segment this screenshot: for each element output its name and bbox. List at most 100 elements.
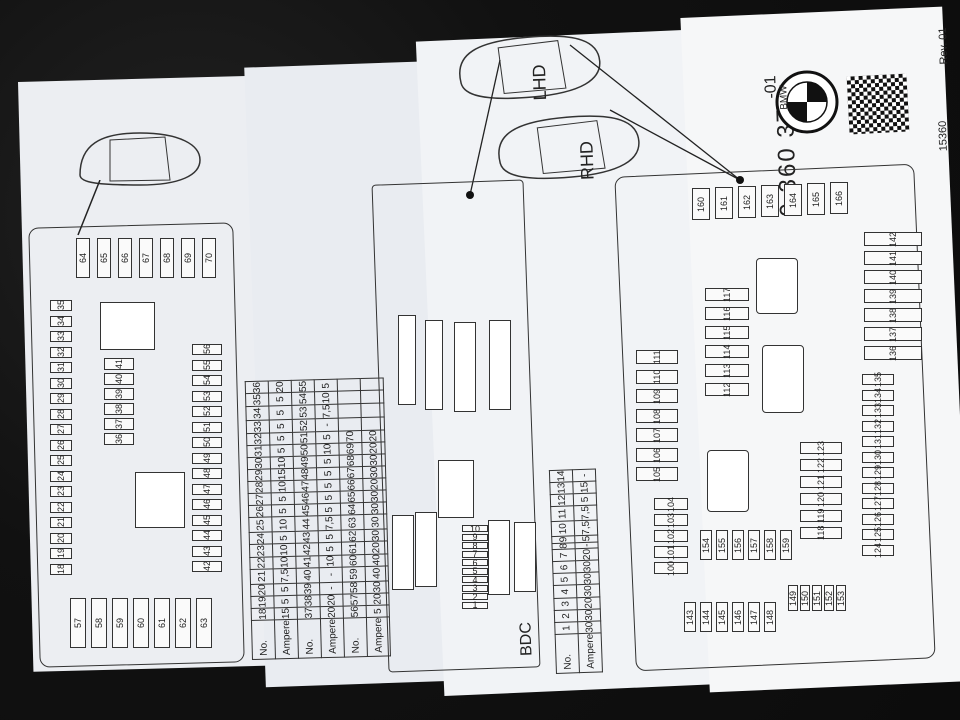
- table-cell: 24: [249, 532, 273, 545]
- fuse-56: 56: [192, 344, 222, 355]
- table-cell: 5: [273, 595, 298, 608]
- fuse-163: 163: [761, 185, 779, 217]
- table-cell: 30: [575, 572, 600, 586]
- fuse-34: 34: [50, 315, 72, 327]
- table-cell: [337, 378, 361, 392]
- table-cell: 10: [270, 456, 294, 469]
- table-cell: 48: [293, 467, 317, 481]
- relay-block: [135, 472, 185, 528]
- fuse-3: 3: [462, 583, 488, 593]
- relay-block: [707, 450, 749, 512]
- table-cell: 59: [342, 566, 366, 582]
- fuse-41: 41: [104, 358, 134, 370]
- table-cell: 33: [246, 420, 270, 434]
- table-cell: 69: [338, 442, 363, 455]
- fuse-126: 126: [862, 511, 894, 527]
- table-cell: 36: [245, 381, 269, 394]
- relay-slot: [392, 515, 414, 590]
- table-cell: 44: [294, 516, 319, 532]
- row-header: No.: [297, 618, 322, 659]
- fuse-119: 119: [800, 509, 842, 523]
- fuse-70: 70: [202, 238, 216, 278]
- brand-text: BMW: [778, 85, 791, 110]
- fuse-68: 68: [160, 238, 174, 278]
- fuse-42: 42: [192, 561, 222, 572]
- fuse-20: 20: [50, 532, 72, 544]
- table-cell: 21: [250, 568, 274, 585]
- fuse-64: 64: [76, 238, 90, 278]
- table-cell: -: [574, 541, 599, 549]
- table-cell: 49: [293, 455, 317, 469]
- fuse-27: 27: [50, 424, 72, 435]
- fuse-61: 61: [154, 598, 170, 648]
- table-cell: 50: [292, 443, 317, 457]
- fuse-123: 123: [800, 440, 842, 456]
- relay-block: [756, 258, 798, 314]
- fuse-58: 58: [91, 598, 107, 648]
- table-cell: 9: [551, 535, 575, 544]
- table-cell: 5: [317, 503, 341, 517]
- table-cell: 10: [318, 554, 343, 568]
- table-cell: 10: [315, 442, 340, 456]
- table-cell: 68: [339, 454, 363, 468]
- fuse-6: 6: [462, 558, 488, 568]
- fuse-111: 111: [636, 350, 678, 364]
- table-cell: [337, 390, 361, 404]
- table-cell: 5: [316, 479, 341, 492]
- fuse-32: 32: [50, 346, 72, 358]
- fuse-54: 54: [192, 375, 222, 386]
- fuse-65: 65: [97, 238, 111, 278]
- fuse-120: 120: [800, 491, 842, 507]
- fuse-39: 39: [104, 388, 134, 400]
- table-cell: 26: [248, 505, 272, 518]
- fuse-166: 166: [830, 182, 848, 214]
- table-cell: -: [319, 581, 343, 595]
- table-cell: 5: [314, 379, 338, 393]
- table-cell: 42: [295, 543, 319, 556]
- table-cell: 5: [272, 531, 296, 545]
- fuse-158: 158: [764, 530, 776, 560]
- table-cell: 20: [319, 593, 344, 607]
- table-cell: 61: [341, 541, 365, 555]
- fuse-53: 53: [192, 390, 222, 402]
- fuse-45: 45: [192, 514, 222, 526]
- fuse-165: 165: [807, 183, 825, 215]
- table-cell: 25: [248, 517, 273, 533]
- table-cell: 29: [247, 468, 271, 482]
- fuse-5: 5: [462, 566, 488, 576]
- bdc-label: BDC: [517, 621, 536, 657]
- fuse-151: 151: [812, 585, 822, 611]
- table-cell: 46: [294, 491, 318, 505]
- table-cell: 20: [576, 596, 601, 610]
- fuse-145: 145: [716, 602, 728, 632]
- fuse-52: 52: [192, 406, 222, 417]
- table-cell: 43: [295, 531, 319, 544]
- table-cell: 5: [317, 491, 341, 505]
- table-cell: 31: [246, 444, 271, 458]
- fuse-104: 104: [654, 496, 688, 512]
- table-cell: 5: [269, 419, 293, 433]
- fuse-28: 28: [50, 408, 72, 420]
- fuse-135: 135: [862, 372, 894, 387]
- table-cell: 58: [342, 581, 366, 594]
- fuse-125: 125: [862, 527, 894, 542]
- table-cell: 5: [553, 573, 577, 587]
- relay-slot: [489, 320, 511, 410]
- bmw-logo: [775, 70, 839, 134]
- table-cell: 53: [291, 404, 316, 420]
- fuse-57: 57: [70, 598, 86, 648]
- fuse-118: 118: [800, 526, 842, 540]
- fuse-147: 147: [748, 602, 760, 632]
- relay-slot: [398, 315, 416, 405]
- table-cell: 30: [247, 456, 271, 470]
- fuse-35: 35: [50, 300, 72, 311]
- table-cell: 7: [552, 548, 576, 562]
- fuse-146: 146: [732, 602, 744, 632]
- bdc-box-outline: [371, 179, 541, 673]
- fuse-8: 8: [462, 541, 488, 551]
- table-cell: 30: [577, 608, 601, 622]
- table-cell: 15: [572, 480, 597, 494]
- fuse-110: 110: [636, 369, 678, 384]
- fuse-7: 7: [462, 549, 488, 559]
- fuse-133: 133: [862, 403, 894, 418]
